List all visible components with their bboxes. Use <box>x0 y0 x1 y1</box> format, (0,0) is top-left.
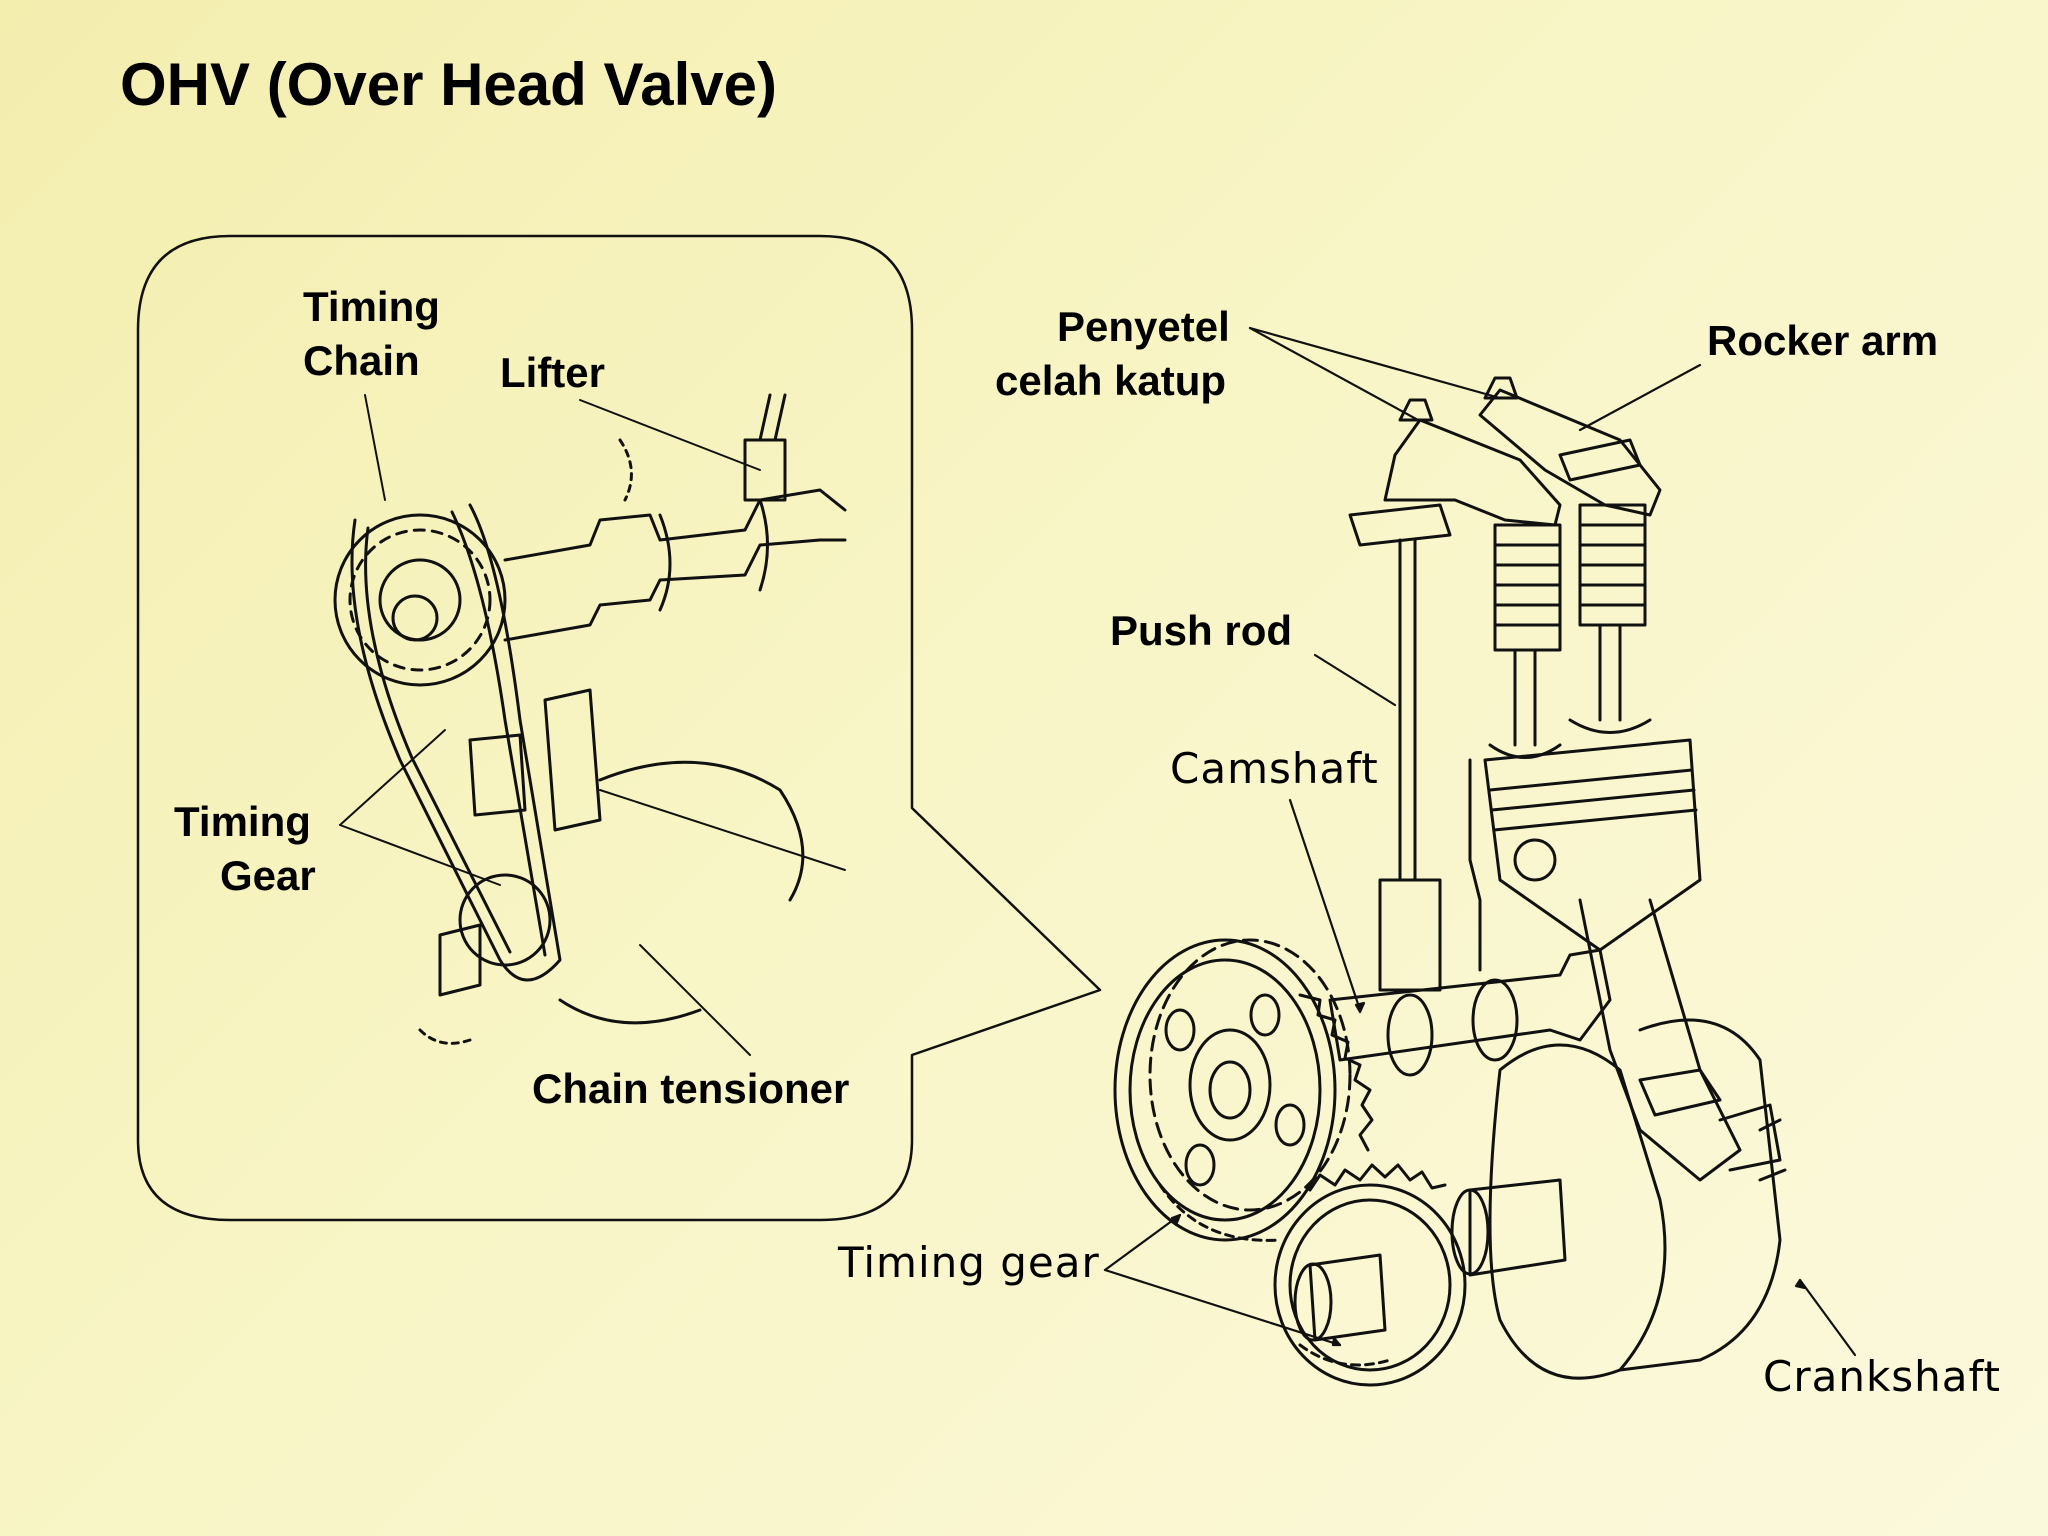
label-push-rod: Push rod <box>1110 607 1293 654</box>
label-lifter: Lifter <box>500 349 605 396</box>
label-timing-gear-line2: Gear <box>220 852 316 899</box>
label-crankshaft: Crankshaft <box>1763 1352 2002 1401</box>
label-rocker-arm: Rocker arm <box>1707 317 1939 364</box>
connecting-rod <box>1578 898 1742 1182</box>
crank-timing-gear <box>1273 1163 1467 1387</box>
label-penyetel-line2: celah katup <box>995 357 1227 404</box>
engine-leaders <box>1103 326 1857 1357</box>
label-timing-gear: Timing gear <box>838 1238 1100 1287</box>
camshaft <box>1328 948 1612 1077</box>
inset-leaders <box>339 394 846 1056</box>
inset-chain-drive <box>333 393 847 1045</box>
push-rod <box>1398 538 1417 882</box>
label-timing-chain-line2: Chain <box>303 337 420 384</box>
inset-frame <box>136 234 1102 1222</box>
label-timing-gear-line1: Timing <box>174 798 311 845</box>
engine-assembly <box>1113 376 1787 1387</box>
label-penyetel-line1: Penyetel <box>1057 303 1230 350</box>
page-title: OHV (Over Head Valve) <box>120 51 777 118</box>
label-camshaft: Camshaft <box>1170 744 1379 793</box>
valve-springs <box>1493 503 1647 652</box>
cam-timing-gear <box>1113 938 1374 1242</box>
label-chain-tensioner: Chain tensioner <box>532 1065 850 1112</box>
label-timing-chain-line1: Timing <box>303 283 440 330</box>
piston <box>1483 738 1702 952</box>
